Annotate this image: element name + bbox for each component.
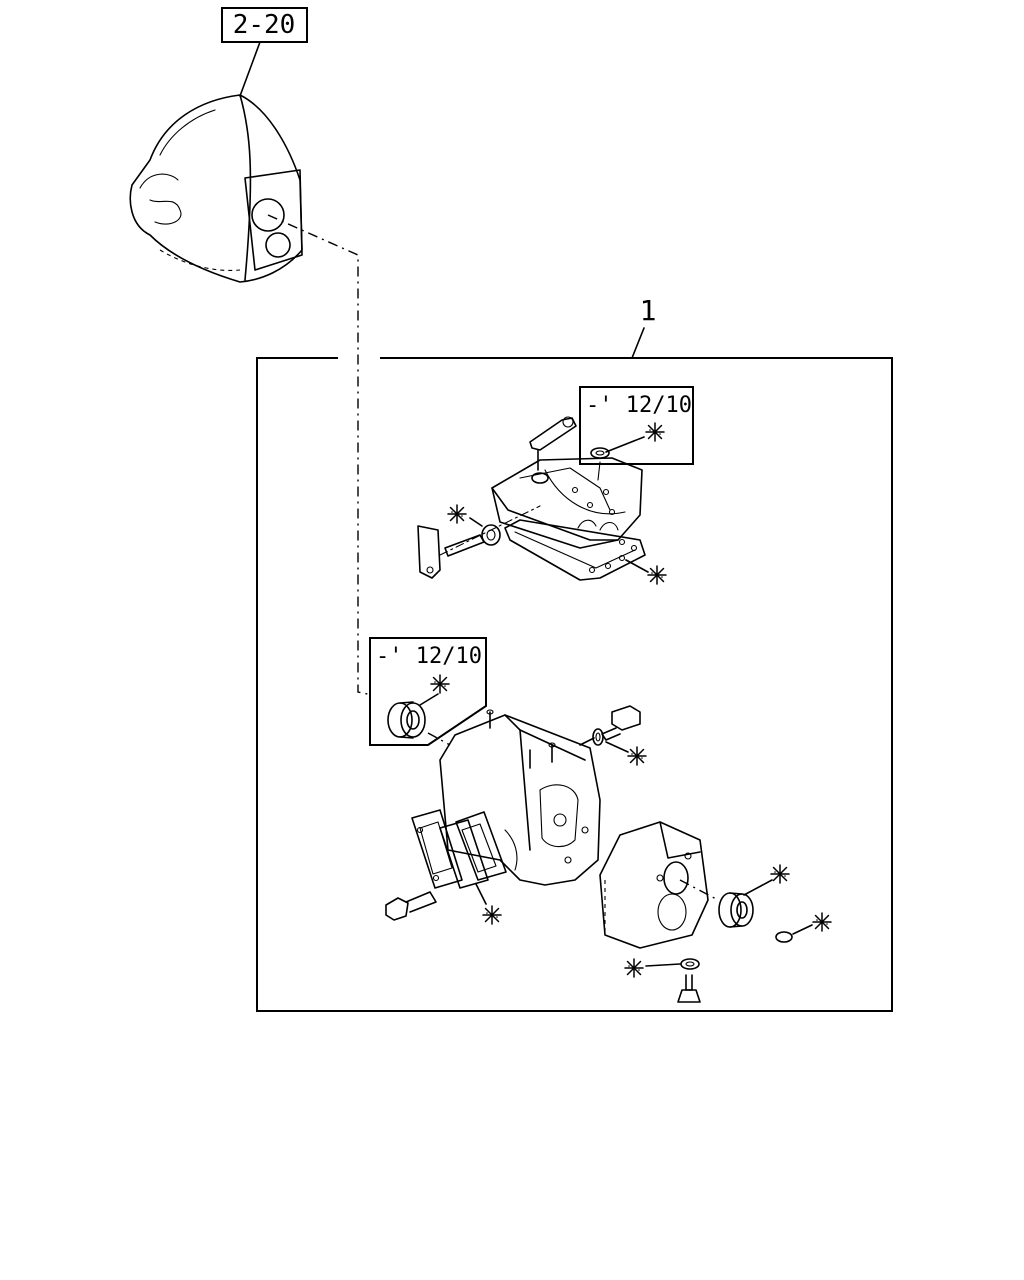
clutch-housing: [129, 94, 303, 283]
shift-shaft: [417, 505, 541, 579]
side-cover-plate: [411, 809, 507, 889]
ref-callout-2-20[interactable]: 2-20: [221, 7, 308, 43]
rear-oil-seal: [718, 892, 754, 928]
shift-lever: [529, 416, 577, 471]
top-cover: [491, 457, 643, 549]
connector-rear-seal: [679, 879, 719, 901]
serial-note-box-top[interactable]: -' 12/10: [579, 386, 694, 465]
ref-callout-label: 2-20: [233, 10, 296, 40]
assembly-frame: [256, 357, 893, 1012]
flange-bolt: [385, 891, 437, 921]
serial-note-bottom-label: -' 12/10: [376, 644, 482, 669]
cover-gasket: [504, 519, 646, 581]
asterisk-marker-drain-washer: [627, 746, 647, 766]
asterisk-marker-shaft-seal: [447, 504, 467, 524]
drain-bolt-assembly: [592, 705, 641, 746]
bottom-bolt-assembly: [677, 958, 701, 1003]
serial-note-top-label: -' 12/10: [586, 393, 692, 418]
ref-leader-line: [239, 41, 261, 97]
asterisk-marker: [645, 422, 665, 442]
rear-housing: [599, 821, 709, 949]
connector-line-housing-seal: [267, 214, 397, 701]
asterisk-marker-o-ring: [812, 912, 832, 932]
asterisk-marker-rear-seal: [770, 864, 790, 884]
o-ring: [775, 931, 793, 943]
connector-seal-case: [427, 732, 451, 746]
asterisk-marker-bottom-washer: [624, 958, 644, 978]
serial-note-box-bottom[interactable]: -' 12/10: [369, 637, 487, 746]
transmission-case: [439, 709, 601, 886]
asterisk-marker-side-gasket: [482, 905, 502, 925]
asterisk-marker-gasket: [647, 565, 667, 585]
item-leader-line: [631, 327, 645, 359]
item-number-label: 1: [640, 294, 657, 327]
asterisk-marker: [430, 674, 450, 694]
